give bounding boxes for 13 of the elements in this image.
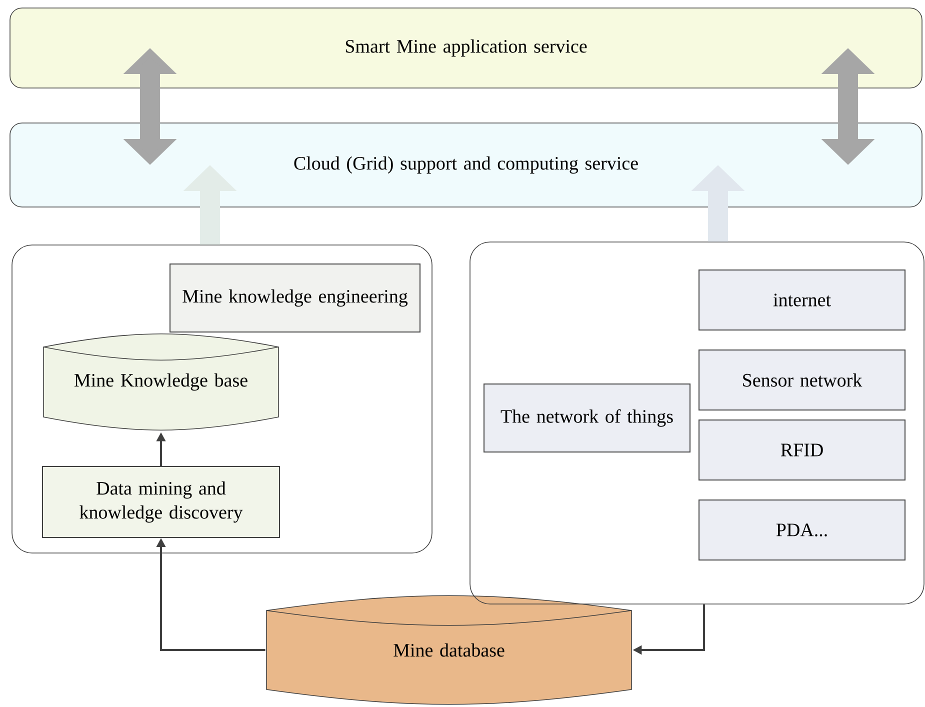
group-panel	[470, 242, 924, 604]
process-box: RFID	[698, 420, 906, 480]
process-box: Sensor network	[698, 350, 906, 410]
group-panel	[12, 244, 432, 554]
database-cylinder: Mine database	[266, 595, 632, 705]
service-band: Smart Mine application service	[10, 8, 922, 88]
process-box: PDA...	[698, 500, 906, 560]
knowledge-base-cylinder: Mine Knowledge base	[43, 334, 279, 431]
service-band: Cloud (Grid) support and computing service	[10, 122, 922, 208]
process-box: The network of things	[484, 384, 690, 452]
process-box: internet	[698, 270, 906, 330]
process-box: Data mining and knowledge discovery	[42, 466, 280, 538]
process-box: Mine knowledge engineering	[170, 264, 420, 332]
